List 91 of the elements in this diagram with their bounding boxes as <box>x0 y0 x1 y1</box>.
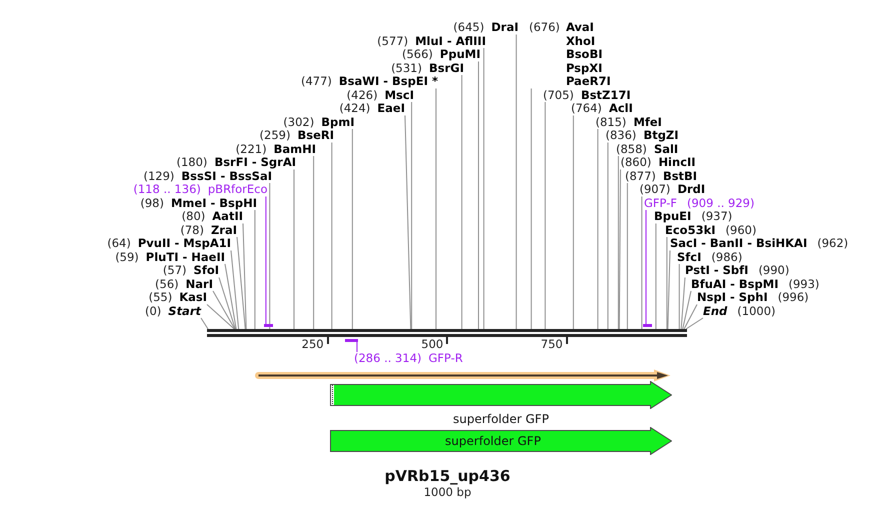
restriction-site-label: (907) DrdI <box>640 183 706 196</box>
leader-line <box>516 34 517 330</box>
primer-binding-bar <box>264 324 273 327</box>
leader-line <box>544 102 546 330</box>
sequence-length-label: 1000 bp <box>424 486 472 500</box>
leader-line <box>618 169 621 330</box>
primer-binding-bar <box>344 339 358 342</box>
restriction-site-label: (860) HincII <box>620 156 696 170</box>
restriction-site-label: (424) EaeI <box>339 102 405 116</box>
restriction-site-label: (836) BtgZI <box>606 129 679 142</box>
restriction-site-label: SfcI (986) <box>677 250 742 264</box>
restriction-site-label: (858) SalI <box>616 142 678 156</box>
restriction-site-label: BpuEI (937) <box>654 210 732 224</box>
leader-line <box>682 290 692 330</box>
leader-line <box>680 277 686 330</box>
leader-line <box>236 236 246 330</box>
leader-line <box>352 128 353 330</box>
restriction-site-label: (566) PpuMI <box>402 48 480 62</box>
leader-line <box>224 264 237 330</box>
restriction-site-label: (259) BseRI <box>260 129 334 142</box>
feature-label: superfolder GFP <box>445 434 541 448</box>
restriction-site-label: (59) PluTI - HaeII <box>115 250 225 264</box>
leader-line <box>242 223 247 330</box>
restriction-site-label: (56) NarI <box>155 278 213 291</box>
restriction-site-label: (531) BsrGI <box>391 62 464 75</box>
leader-line <box>265 196 266 324</box>
restriction-site-label: (80) AatII <box>182 210 243 224</box>
leader-line <box>404 115 412 330</box>
scale-label: 750 <box>540 338 563 351</box>
leader-line <box>530 88 532 330</box>
primer-label: GFP-F (909 .. 929) <box>644 196 754 210</box>
leader-line <box>686 318 704 330</box>
leader-line <box>572 115 574 330</box>
scale-label: 500 <box>421 338 444 351</box>
leader-line <box>200 318 208 330</box>
leader-line <box>684 304 698 330</box>
leader-line <box>313 156 314 330</box>
leader-line <box>667 250 670 330</box>
restriction-site-label: PstI - SbfI (990) <box>685 264 790 278</box>
leader-line <box>478 61 479 330</box>
sequence-end-label: End (1000) <box>703 304 776 318</box>
restriction-site-label: Eco53kI (960) <box>665 224 756 237</box>
restriction-site-label: (302) BpmI <box>283 116 354 129</box>
restriction-site-label: (676) AvaI XhoI BsoBI PspXI PaeR7I <box>529 21 611 88</box>
leader-line <box>269 182 270 330</box>
leader-line <box>212 290 236 330</box>
leader-line <box>206 304 235 330</box>
restriction-site-label: (645) DraI <box>453 21 518 34</box>
restriction-site-label: (129) BssSI - BssSaI <box>143 170 272 183</box>
restriction-site-label: (815) MfeI <box>596 116 662 129</box>
restriction-site-label: SacI - BanII - BsiHKAI (962) <box>670 237 848 250</box>
primer-label: (286 .. 314) GFP-R <box>354 352 463 366</box>
leader-line <box>607 142 608 330</box>
restriction-site-label: (180) BsrFI - SgrAI <box>176 156 296 170</box>
restriction-site-label: BfuAI - BspMI (993) <box>691 278 820 291</box>
restriction-site-label: (577) MluI - AflIII <box>377 34 486 48</box>
restriction-site-label: (55) KasI <box>148 291 207 304</box>
restriction-site-label: (64) PvuII - MspA1I <box>107 237 231 250</box>
leader-line <box>483 48 484 330</box>
restriction-site-label: (877) BstBI <box>625 170 698 183</box>
leader-line <box>230 250 240 330</box>
restriction-site-label: (426) MscI <box>346 88 414 102</box>
restriction-site-label: NspI - SphI (996) <box>697 291 809 304</box>
leader-line <box>618 156 619 330</box>
leader-line <box>331 142 332 330</box>
primer-label: (118 .. 136) pBRforEco <box>133 183 268 196</box>
leader-line <box>655 223 656 330</box>
restriction-site-label: (764) AclI <box>571 102 633 116</box>
map-title: pVRb15_up436 <box>384 467 510 485</box>
restriction-site-label: (705) BstZ17I <box>543 88 631 102</box>
leader-line <box>356 342 358 352</box>
restriction-site-label: (221) BamHI <box>236 142 316 156</box>
restriction-site-label: (477) BsaWI - BspEI * <box>300 75 438 88</box>
feature-label: superfolder GFP <box>453 412 549 427</box>
leader-line <box>254 210 256 330</box>
scale-label: 250 <box>302 338 324 351</box>
restriction-site-label: (78) ZraI <box>180 224 237 237</box>
orf-feature <box>255 369 671 382</box>
dna-backbone <box>207 329 687 337</box>
leader-line <box>626 182 628 330</box>
leader-line <box>461 74 462 330</box>
leader-line <box>218 277 236 330</box>
leader-line <box>411 102 412 330</box>
primer-binding-bar <box>642 324 652 327</box>
leader-line <box>678 264 680 330</box>
leader-line <box>641 196 642 330</box>
leader-line <box>666 236 668 330</box>
restriction-site-label: (57) SfoI <box>162 264 219 278</box>
leader-line <box>597 128 598 330</box>
restriction-site-label: (98) MmeI - BspHI <box>140 196 257 210</box>
sequence-end-label: (0) Start <box>144 304 201 318</box>
